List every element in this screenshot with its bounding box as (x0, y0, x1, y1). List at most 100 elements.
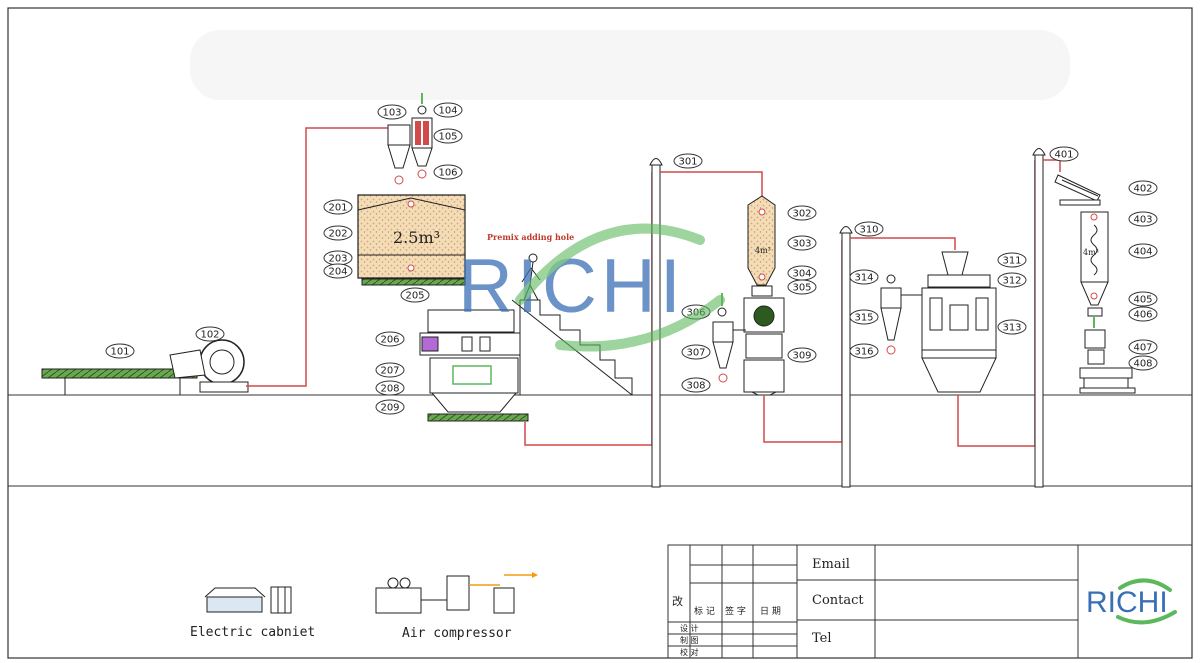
part-label-208: 208 (380, 384, 399, 395)
part-label-305: 305 (792, 283, 811, 294)
part-label-401: 401 (1054, 150, 1073, 161)
premix-label: Premix adding hole (487, 232, 574, 242)
pipe-301-to-302 (660, 171, 763, 196)
part-label-bubble (1128, 243, 1158, 259)
part-label-207: 207 (380, 366, 399, 377)
title-block-row-3: 校 对 (680, 647, 699, 657)
part-label-205: 205 (405, 291, 424, 302)
part-label-206: 206 (380, 335, 399, 346)
part-label-bubble (433, 102, 463, 118)
bin-302 (747, 195, 776, 297)
part-label-bubble (375, 380, 405, 396)
part-label-bubble (854, 221, 884, 237)
part-label-bubble (1128, 339, 1158, 355)
part-label-404: 404 (1133, 247, 1152, 258)
part-label-316: 316 (854, 347, 873, 358)
title-block-col-3: 日 期 (760, 606, 781, 617)
contact-label: Contact (812, 593, 864, 608)
part-label-203: 203 (328, 254, 347, 265)
part-label-bubble (787, 235, 817, 251)
part-label-bubble (1049, 146, 1079, 162)
blurred-title-area (190, 30, 1070, 100)
title-block (667, 544, 1193, 659)
part-label-307: 307 (686, 348, 705, 359)
part-label-313: 313 (1002, 323, 1021, 334)
part-label-bubble (433, 164, 463, 180)
bin-201-volume: 2.5m³ (393, 228, 440, 247)
richi-logo-text: RICHI (1086, 586, 1168, 619)
part-label-204: 204 (328, 267, 347, 278)
part-label-bubble (787, 347, 817, 363)
part-label-bubble (323, 263, 353, 279)
part-label-402: 402 (1133, 184, 1152, 195)
title-block-gai: 改 (672, 594, 683, 608)
part-label-bubble (323, 199, 353, 215)
drawing-border (7, 7, 1193, 659)
email-label: Email (812, 557, 850, 572)
part-label-bubble (681, 344, 711, 360)
part-label-bubble (1128, 355, 1158, 371)
part-label-312: 312 (1002, 276, 1021, 287)
part-label-bubble (673, 153, 703, 169)
part-label-bubble (1128, 211, 1158, 227)
tel-label: Tel (812, 631, 832, 646)
packing-machine-407 (1079, 307, 1136, 394)
cyclone-103 (387, 124, 411, 185)
part-label-403: 403 (1133, 215, 1152, 226)
part-label-bubble (997, 319, 1027, 335)
part-label-bubble (375, 331, 405, 347)
part-label-bubble (377, 104, 407, 120)
part-label-bubble (433, 128, 463, 144)
pulse-filter-105 (411, 93, 433, 179)
part-label-314: 314 (854, 273, 873, 284)
part-label-408: 408 (1133, 359, 1152, 370)
part-label-bubble (787, 205, 817, 221)
pipe-401-to-402 (1043, 159, 1061, 172)
part-label-101: 101 (110, 347, 129, 358)
title-block-col-2: 签 字 (725, 605, 746, 617)
part-label-bubble (1128, 306, 1158, 322)
part-label-bubble (849, 343, 879, 359)
part-label-201: 201 (328, 203, 347, 214)
elevator-301 (649, 158, 663, 488)
part-label-bubble (681, 377, 711, 393)
part-label-bubble (997, 252, 1027, 268)
part-label-bubble (1128, 180, 1158, 196)
part-label-309: 309 (792, 351, 811, 362)
part-label-406: 406 (1133, 310, 1152, 321)
watermark: RICHI (458, 223, 725, 352)
part-label-304: 304 (792, 269, 811, 280)
part-label-bubble (323, 225, 353, 241)
part-label-bubble (105, 343, 135, 359)
title-block-col-1: 标 记 (694, 605, 715, 617)
part-label-104: 104 (438, 106, 457, 117)
legend-air-compressor: Air compressor (402, 626, 512, 641)
part-label-302: 302 (792, 209, 811, 220)
part-label-310: 310 (859, 225, 878, 236)
richi-logo: RICHI (1086, 578, 1177, 625)
part-label-405: 405 (1133, 295, 1152, 306)
part-label-311: 311 (1002, 256, 1021, 267)
legend-electric-cabinet: Electric cabniet (190, 625, 315, 640)
part-label-bubble (997, 272, 1027, 288)
title-block-row-1: 设 计 (680, 623, 699, 633)
part-label-209: 209 (380, 403, 399, 414)
part-label-102: 102 (200, 330, 219, 341)
screener-402 (1054, 174, 1101, 206)
part-label-bubble (375, 399, 405, 415)
part-label-315: 315 (854, 313, 873, 324)
elevator-310 (839, 226, 853, 488)
part-label-303: 303 (792, 239, 811, 250)
bin-403 (1080, 211, 1109, 306)
pellet-mill-309 (743, 297, 785, 396)
part-label-105: 105 (438, 132, 457, 143)
part-label-301: 301 (678, 157, 697, 168)
part-label-407: 407 (1133, 343, 1152, 354)
pipe-310-to-cooler (850, 237, 956, 250)
electric-cabinet-icon (204, 586, 292, 614)
part-label-bubble (787, 279, 817, 295)
cyclone-307 (712, 293, 746, 383)
bin-302-volume: 4m³ (755, 246, 771, 255)
